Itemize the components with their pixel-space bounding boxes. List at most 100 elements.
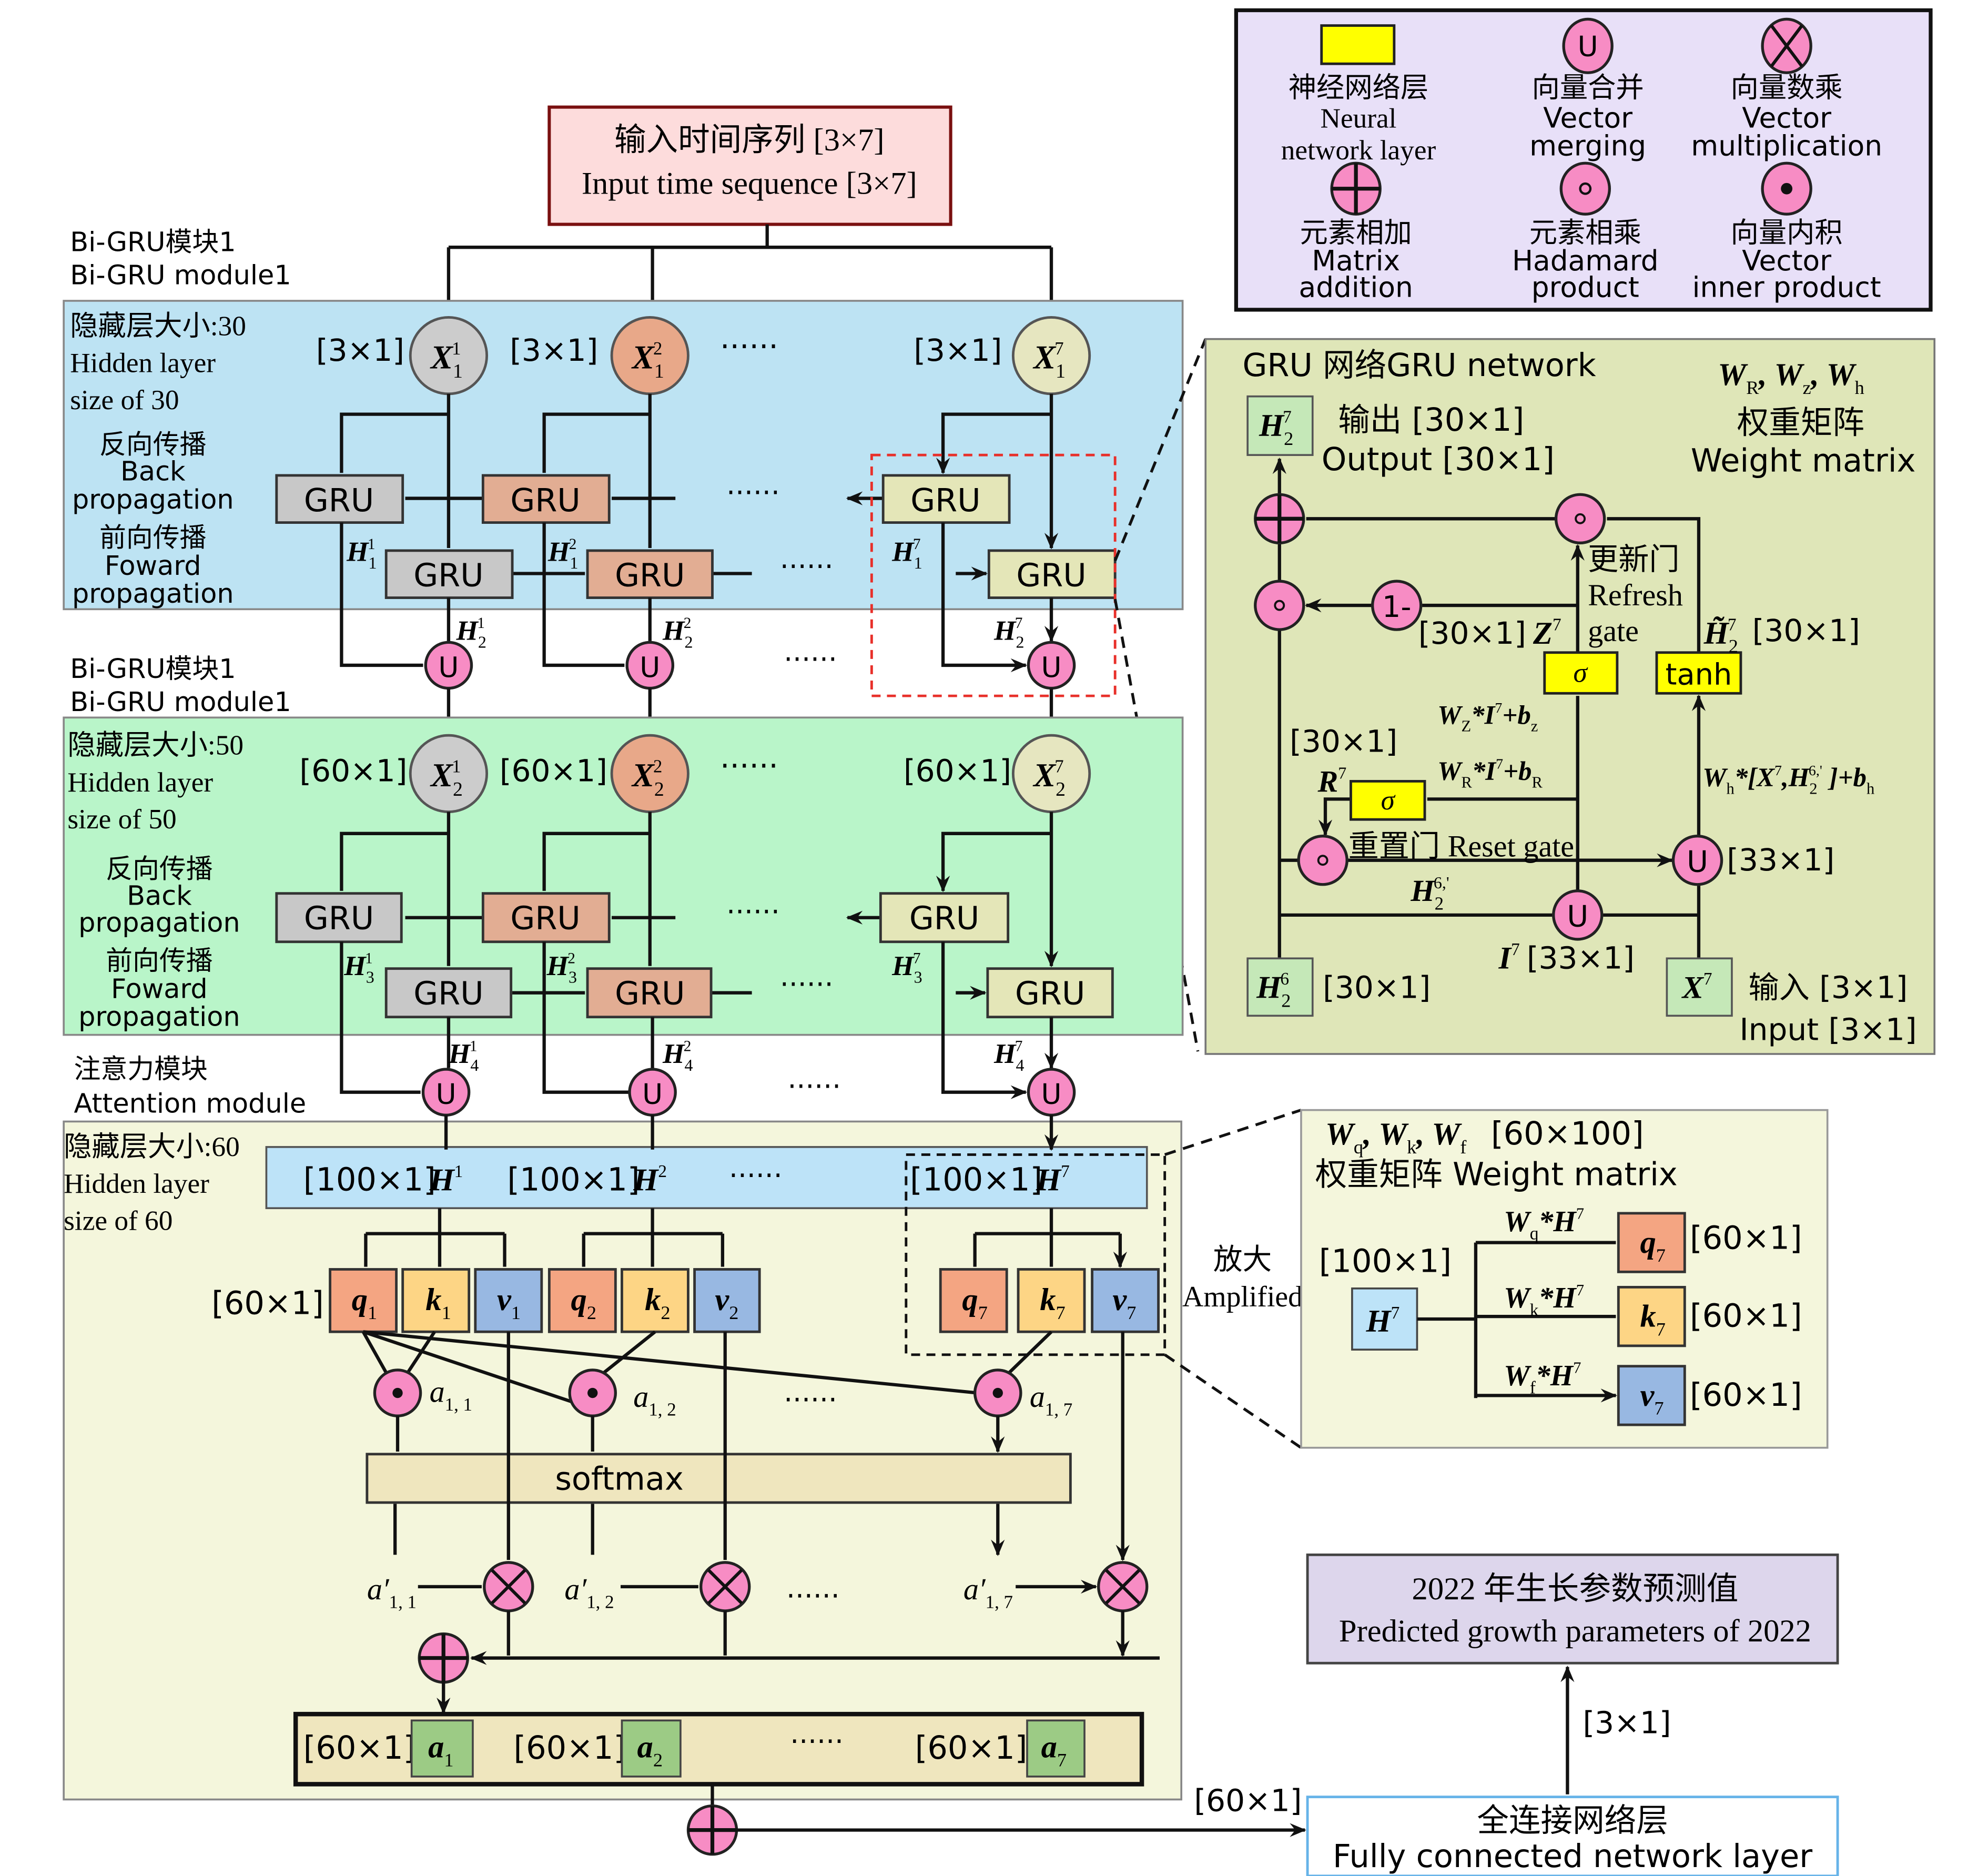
ellipsis: ······ xyxy=(787,1070,841,1103)
score-label: a1, 2​ xyxy=(633,1380,676,1419)
output-h-label: H27​ xyxy=(1259,407,1293,449)
fully-connected-layer: 全连接网络层 Fully connected network layer xyxy=(1306,1796,1839,1876)
score-label: a1, 1​ xyxy=(430,1375,472,1415)
hadamard-node xyxy=(1297,834,1348,886)
back-prop-cn: 反向传播 xyxy=(99,429,207,460)
weight-matrix-en: Weight matrix xyxy=(1691,443,1916,480)
r-dim: [30×1] xyxy=(1290,724,1397,759)
dim-label: [60×1] xyxy=(500,753,607,788)
merge-node: U xyxy=(1027,641,1076,690)
eq-k-label: Wk*H7​ xyxy=(1504,1281,1584,1320)
ellipsis: ······ xyxy=(784,1384,837,1416)
prediction-en: Predicted growth parameters of 2022 xyxy=(1339,1614,1811,1649)
zoom-connector xyxy=(1164,1109,1302,1449)
ellipsis: ······ xyxy=(786,1580,840,1613)
legend-multiply-en2: multiplication xyxy=(1691,130,1882,163)
a-label: a7​ xyxy=(1041,1730,1067,1771)
merge-node: U xyxy=(1552,889,1604,941)
ellipsis: ······ xyxy=(790,1725,844,1758)
dim-label: [60×1] xyxy=(514,1730,626,1767)
gru-label: GRU xyxy=(413,557,483,594)
svg-text:U: U xyxy=(640,651,660,684)
dim-label: [100×1] xyxy=(507,1161,640,1198)
legend-merge-cn: 向量合并 xyxy=(1532,71,1644,104)
ellipsis: ······ xyxy=(720,329,778,364)
legend-merge-en1: Vector xyxy=(1543,102,1632,134)
gru-label: GRU xyxy=(510,482,580,519)
module1-label-en: Bi-GRU module1 xyxy=(70,259,291,290)
legend-inner-cn: 向量内积 xyxy=(1731,217,1843,249)
module1-label-cn: Bi-GRU模块1 xyxy=(70,226,236,257)
qkv-weights-label: Wq, Wk, Wf​ xyxy=(1325,1117,1467,1158)
vector-merge-icon xyxy=(1562,17,1614,74)
merge-symbol: U xyxy=(1578,31,1598,63)
back-prop-en1: Back xyxy=(120,456,186,487)
key-box-7 xyxy=(1017,1268,1086,1333)
hidden-back-label: H11​ xyxy=(346,536,377,572)
attention-label-en: Attention module xyxy=(74,1088,307,1119)
update-gate-en1: Refresh xyxy=(1588,578,1683,612)
neural-layer-icon xyxy=(1320,24,1396,65)
z-dim: [30×1] xyxy=(1418,615,1526,651)
ellipsis: ······ xyxy=(780,968,834,1001)
vector-multiply-node xyxy=(1097,1561,1149,1613)
vector-multiply-icon xyxy=(1761,17,1812,74)
fc-en: Fully connected network layer xyxy=(1333,1838,1812,1875)
ellipsis: ······ xyxy=(720,748,778,784)
gru-label: GRU xyxy=(1015,976,1085,1012)
legend-neural-en1: Neural xyxy=(1320,103,1396,134)
v-label: v7​ xyxy=(1640,1378,1664,1419)
gru-weights-label: WR, Wz, Wh​ xyxy=(1718,357,1864,398)
hidden-h-label: H1​ xyxy=(429,1162,463,1198)
dim-label: [100×1] xyxy=(303,1161,436,1198)
gru-label: GRU xyxy=(413,976,483,1012)
h7-box xyxy=(1351,1287,1418,1351)
concat-dim: [33×1] xyxy=(1727,842,1834,878)
prev-h-box xyxy=(1246,957,1314,1017)
q-label: q7​ xyxy=(1640,1225,1666,1266)
reset-gate-sigmoid xyxy=(1350,780,1426,821)
input-title-en: Input time sequence [3×7] xyxy=(582,166,917,201)
qkv-dim-label: [60×1] xyxy=(211,1285,324,1322)
input-sequence-box: 输入时间序列 [3×7] Input time sequence [3×7] xyxy=(547,105,952,226)
gru-fwd-7 xyxy=(986,967,1114,1019)
key-box-7 xyxy=(1617,1286,1686,1347)
legend-hadamard-en1: Hadamard xyxy=(1512,245,1659,277)
fc-cn: 全连接网络层 xyxy=(1477,1803,1668,1839)
q-label: q7​ xyxy=(962,1282,987,1323)
hidden-fwd-label: H22​ xyxy=(662,615,693,651)
gru-label: GRU xyxy=(910,482,980,519)
hidden-size-cn: 隐藏层大小:30 xyxy=(70,310,246,341)
gru-label: GRU xyxy=(304,900,374,937)
legend-multiply-en1: Vector xyxy=(1742,102,1831,134)
input-x-label: X17​ xyxy=(1032,339,1066,382)
dim-label: [60×1] xyxy=(303,1730,416,1767)
dim-label: [100×1] xyxy=(910,1161,1042,1198)
input-title-cn: 输入时间序列 [3×7] xyxy=(614,123,885,158)
one-minus-node: 1- xyxy=(1371,580,1423,631)
htilde-label: H̃27​ xyxy=(1703,615,1738,656)
fwd-prop-cn: 前向传播 xyxy=(106,945,213,976)
inner-product-node xyxy=(373,1368,422,1417)
fwd-prop-en2: propagation xyxy=(72,578,234,609)
k-label: k1​ xyxy=(425,1282,451,1323)
a-label: a2​ xyxy=(637,1730,663,1771)
input-x-label: X11​ xyxy=(430,339,463,382)
hidden-size-en2: size of 30 xyxy=(70,384,179,415)
legend-neural-cn: 神经网络层 xyxy=(1289,72,1428,103)
one-minus-label: 1- xyxy=(1382,590,1412,624)
ellipsis: ······ xyxy=(726,476,780,509)
gru-label: GRU xyxy=(1016,557,1086,594)
legend: 神经网络层 Neural network layer U 向量合并 Vector… xyxy=(1234,8,1933,312)
x-input-label: X7​ xyxy=(1681,969,1712,1005)
softmax-label: softmax xyxy=(555,1461,684,1498)
key-box-2 xyxy=(621,1268,689,1333)
legend-hadamard-cn: 元素相乘 xyxy=(1529,217,1641,249)
htilde-dim: [30×1] xyxy=(1752,613,1860,648)
merge-node: U xyxy=(421,1068,471,1117)
inner-product-node xyxy=(568,1368,617,1417)
output-a-box-2 xyxy=(621,1719,682,1778)
a-label: a1​ xyxy=(428,1730,453,1771)
gru-back-7 xyxy=(881,474,1011,524)
prediction-box: 2022 年生长参数预测值 Predicted growth parameter… xyxy=(1306,1553,1839,1665)
